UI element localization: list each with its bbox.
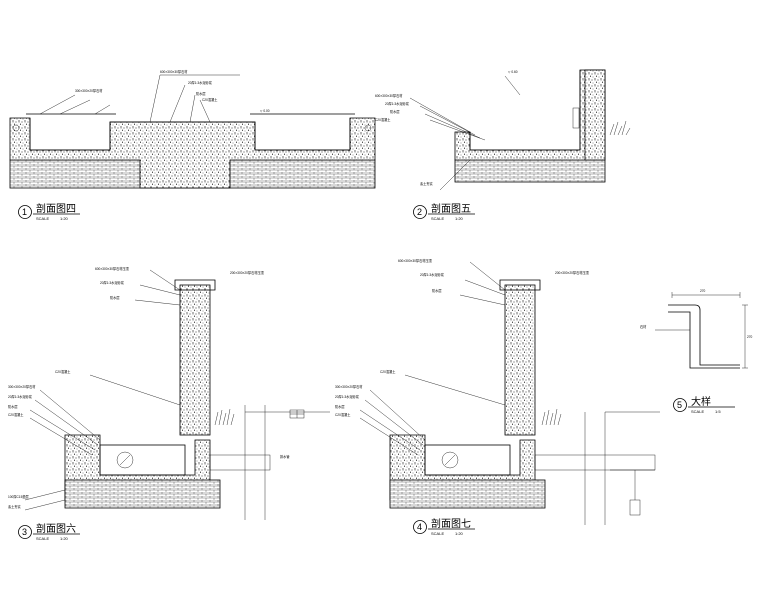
detail-5-scale-value: 1:5 xyxy=(715,409,721,414)
svg-text:20厚1:3水泥砂浆: 20厚1:3水泥砂浆 xyxy=(100,280,125,285)
section-1-scale-value: 1:20 xyxy=(60,216,69,221)
svg-text:20厚1:3水泥砂浆: 20厚1:3水泥砂浆 xyxy=(335,394,360,399)
svg-text:20厚1:3水泥砂浆: 20厚1:3水泥砂浆 xyxy=(188,80,213,85)
detail-5-dim-top: 270 xyxy=(700,289,706,293)
detail-5-title-block: 5 大样 SCALE 1:5 xyxy=(673,395,735,414)
svg-text:20厚1:3水泥砂浆: 20厚1:3水泥砂浆 xyxy=(8,394,33,399)
section-2-scale-label: SCALE xyxy=(431,216,444,221)
section-3-title-block: 3 剖面图六 SCALE 1:20 xyxy=(18,522,80,541)
section-2-scale-value: 1:20 xyxy=(455,216,464,221)
svg-text:防水层: 防水层 xyxy=(8,404,18,409)
section-4-number: 4 xyxy=(417,522,422,532)
svg-text:600×300×30厚石材压顶: 600×300×30厚石材压顶 xyxy=(95,266,130,271)
section-3-scale-value: 1:20 xyxy=(60,536,69,541)
shrub-icon xyxy=(214,408,235,426)
section-4-scale-value: 1:20 xyxy=(455,531,464,536)
svg-text:200×300×20厚石材压顶: 200×300×20厚石材压顶 xyxy=(555,270,590,275)
svg-text:防水层: 防水层 xyxy=(390,109,400,114)
svg-text:防水层: 防水层 xyxy=(335,404,345,409)
svg-text:600×300×30厚石材: 600×300×30厚石材 xyxy=(160,69,188,74)
svg-text:20厚1:3水泥砂浆: 20厚1:3水泥砂浆 xyxy=(420,272,445,277)
svg-text:素土夯实: 素土夯实 xyxy=(8,504,21,509)
section-4-scale-label: SCALE xyxy=(431,531,444,536)
svg-text:300×300×20厚石材: 300×300×20厚石材 xyxy=(8,384,36,389)
svg-text:▽ 0.60: ▽ 0.60 xyxy=(508,70,518,74)
section-4-title-block: 4 剖面图七 SCALE 1:20 xyxy=(413,517,475,536)
valve-icon xyxy=(289,409,305,419)
svg-text:100厚C15垫层: 100厚C15垫层 xyxy=(8,494,29,499)
svg-text:300×300×20厚石材: 300×300×20厚石材 xyxy=(335,384,363,389)
section-2-number: 2 xyxy=(417,207,422,217)
svg-text:C20混凝土: C20混凝土 xyxy=(335,412,351,417)
detail-5-number: 5 xyxy=(677,400,682,410)
section-3-number: 3 xyxy=(22,527,27,537)
svg-text:C20混凝土: C20混凝土 xyxy=(202,97,218,102)
svg-text:C20混凝土: C20混凝土 xyxy=(8,412,24,417)
section-1-scale-label: SCALE xyxy=(36,216,49,221)
shrub-icon xyxy=(609,120,631,136)
section-1-drawing: 300×300×20厚石材 600×300×30厚石材 20厚1:3水泥砂浆 防… xyxy=(9,69,376,189)
detail-5-dim-side: 270 xyxy=(747,335,753,339)
detail-5-drawing: 270 270 石材 xyxy=(640,289,753,369)
section-1-title-block: 1 剖面图四 SCALE 1:20 xyxy=(18,202,80,221)
svg-text:素土夯实: 素土夯实 xyxy=(420,181,433,186)
svg-text:300×300×20厚石材: 300×300×20厚石材 xyxy=(75,88,103,93)
svg-text:600×300×30厚石材压顶: 600×300×30厚石材压顶 xyxy=(398,258,433,263)
section-4-title: 剖面图七 xyxy=(431,517,471,530)
svg-text:防水层: 防水层 xyxy=(196,91,206,96)
section-2-drawing: 600×300×30厚石材 20厚1:3水泥砂浆 防水层 C20混凝土 ▽ 0.… xyxy=(375,69,631,191)
detail-5-scale-label: SCALE xyxy=(691,409,704,414)
svg-text:▽ 0.00: ▽ 0.00 xyxy=(260,109,270,113)
section-3-drawing: 600×300×30厚石材压顶 20厚1:3水泥砂浆 防水层 C20混凝土 30… xyxy=(8,266,330,520)
shrub-icon xyxy=(541,408,562,426)
section-3-scale-label: SCALE xyxy=(36,536,49,541)
section-2-title-block: 2 剖面图五 SCALE 1:20 xyxy=(413,202,475,221)
section-1-title: 剖面图四 xyxy=(36,202,76,215)
detail-5-title: 大样 xyxy=(691,395,711,408)
svg-text:20厚1:3水泥砂浆: 20厚1:3水泥砂浆 xyxy=(385,101,410,106)
svg-text:600×300×30厚石材: 600×300×30厚石材 xyxy=(375,93,403,98)
svg-text:C20混凝土: C20混凝土 xyxy=(55,369,71,374)
svg-text:200×300×20厚石材压顶: 200×300×20厚石材压顶 xyxy=(230,270,265,275)
svg-text:石材: 石材 xyxy=(640,324,647,329)
section-3-title: 剖面图六 xyxy=(36,522,76,535)
svg-text:C20混凝土: C20混凝土 xyxy=(375,117,391,122)
svg-text:C20混凝土: C20混凝土 xyxy=(380,369,396,374)
section-2-title: 剖面图五 xyxy=(431,202,471,215)
section-1-number: 1 xyxy=(22,207,27,217)
svg-text:防水层: 防水层 xyxy=(110,295,120,300)
valve-icon xyxy=(629,470,641,516)
svg-text:排水管: 排水管 xyxy=(280,454,290,459)
section-4-drawing: 600×300×30厚石材压顶 20厚1:3水泥砂浆 防水层 C20混凝土 30… xyxy=(335,258,660,525)
svg-text:防水层: 防水层 xyxy=(432,288,442,293)
